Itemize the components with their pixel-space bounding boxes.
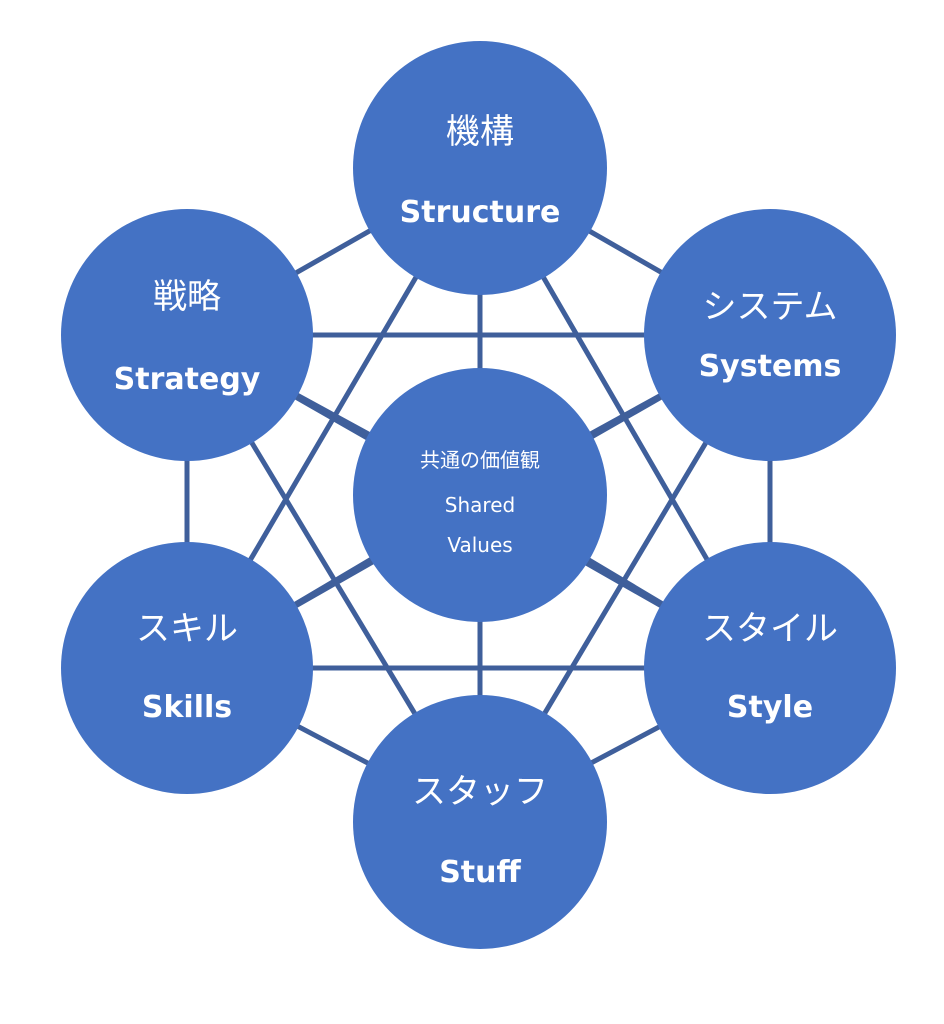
node-strategy-en-label: Strategy xyxy=(114,362,261,397)
node-style-en-label: Style xyxy=(727,690,813,725)
link-structure-systems xyxy=(585,227,666,277)
node-style-circle xyxy=(644,542,896,794)
node-strategy-circle xyxy=(61,209,313,461)
link-style-stuff xyxy=(587,722,664,767)
link-style-shared_values xyxy=(584,555,667,608)
link-structure-strategy xyxy=(291,226,375,277)
node-structure-jp-label: 機構 xyxy=(446,112,514,152)
node-skills-jp-label: スキル xyxy=(136,609,238,649)
node-structure-en-label: Structure xyxy=(400,195,561,230)
node-style: スタイル Style xyxy=(644,542,896,794)
node-systems-en-label: Systems xyxy=(699,349,842,384)
node-shared-values-jp-label: 共通の価値観 xyxy=(420,448,540,472)
node-strategy: 戦略 Strategy xyxy=(61,209,313,461)
node-structure: 機構 Structure xyxy=(353,41,607,295)
link-skills-stuff xyxy=(293,722,373,768)
node-strategy-jp-label: 戦略 xyxy=(153,277,221,317)
node-structure-circle xyxy=(353,41,607,295)
node-shared-values-en-line1: Shared xyxy=(445,493,515,517)
node-shared-values-circle xyxy=(353,368,607,622)
node-systems-jp-label: システム xyxy=(703,287,838,327)
link-skills-shared_values xyxy=(290,555,376,609)
node-skills-circle xyxy=(61,542,313,794)
node-systems: システム Systems xyxy=(644,209,896,461)
node-systems-circle xyxy=(644,209,896,461)
node-style-jp-label: スタイル xyxy=(702,609,838,649)
node-skills: スキル Skills xyxy=(61,542,313,794)
node-stuff-circle xyxy=(353,695,607,949)
link-strategy-shared_values xyxy=(292,391,374,439)
node-stuff-en-label: Stuff xyxy=(439,855,521,890)
node-shared-values: 共通の価値観 Shared Values xyxy=(353,368,607,622)
node-stuff: スタッフ Stuff xyxy=(353,695,607,949)
link-systems-shared_values xyxy=(586,391,665,438)
node-stuff-jp-label: スタッフ xyxy=(412,772,548,812)
node-shared-values-en-line2: Values xyxy=(447,533,512,557)
node-skills-en-label: Skills xyxy=(142,690,232,725)
